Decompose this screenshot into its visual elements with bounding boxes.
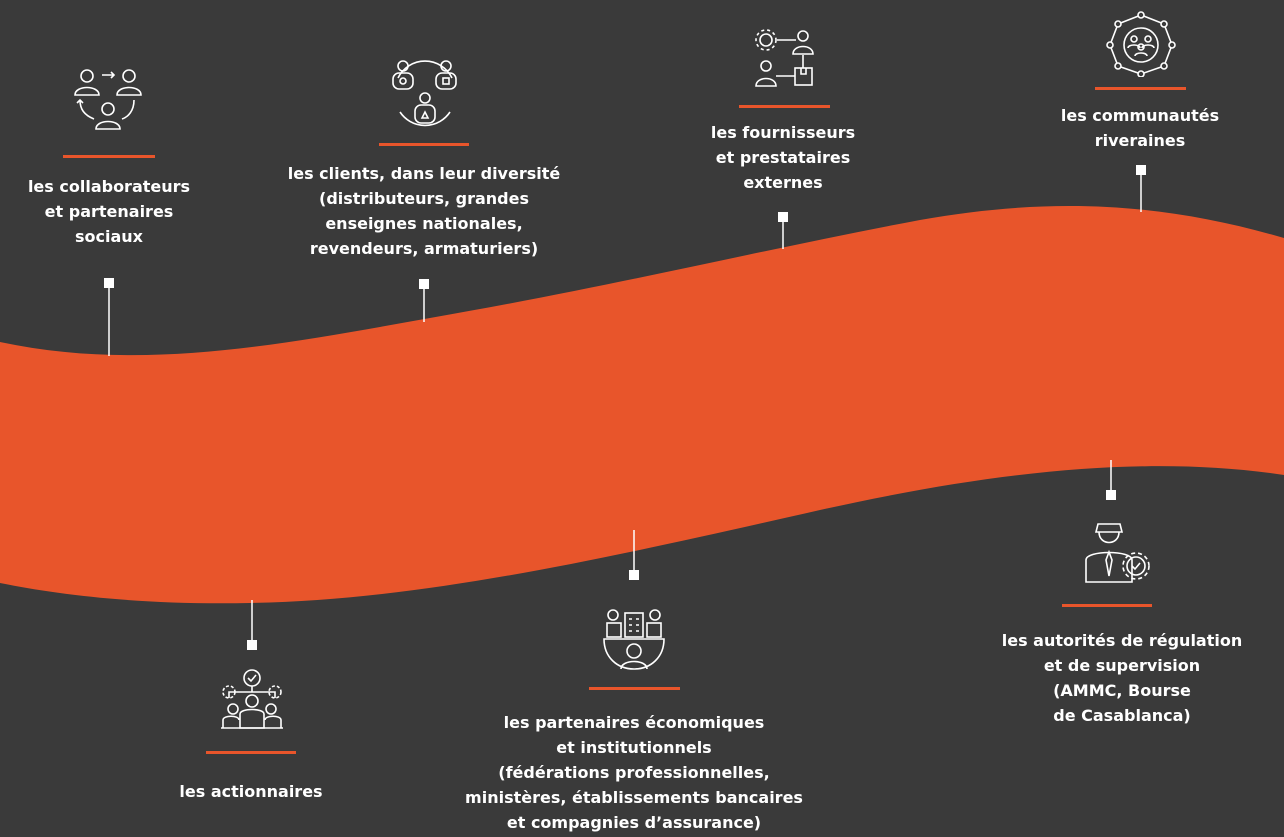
accent-line-actionnaires <box>206 751 296 754</box>
label-clients: les clients, dans leur diversité (distri… <box>287 164 561 258</box>
connector-clients <box>419 279 429 322</box>
connector-communautes <box>1136 165 1146 212</box>
accent-line-partenaires <box>589 687 680 690</box>
connector-autorites <box>1106 460 1116 500</box>
accent-line-autorites <box>1062 604 1152 607</box>
label-actionnaires: les actionnaires <box>179 782 323 801</box>
connector-partenaires <box>629 530 639 580</box>
label-partenaires: les partenaires économiques et instituti… <box>465 713 803 832</box>
client-group-icon <box>386 56 464 128</box>
supplier-network-icon <box>752 28 818 90</box>
regulator-officer-icon <box>1078 520 1154 586</box>
accent-line-communautes <box>1095 87 1186 90</box>
label-fournisseurs: les fournisseurs et prestataires externe… <box>710 123 856 192</box>
connector-collaborateurs <box>104 278 114 356</box>
people-cycle-icon <box>72 67 146 135</box>
accent-line-collaborateurs <box>63 155 155 158</box>
label-autorites: les autorités de régulation et de superv… <box>1001 631 1243 725</box>
orange-ribbon <box>0 206 1284 604</box>
shareholders-icon <box>215 668 289 734</box>
connector-actionnaires <box>247 600 257 650</box>
community-network-icon <box>1106 11 1176 77</box>
connector-fournisseurs <box>778 212 788 249</box>
accent-line-fournisseurs <box>739 105 830 108</box>
label-collaborateurs: les collaborateurs et partenaires sociau… <box>27 177 191 246</box>
accent-line-clients <box>379 143 469 146</box>
label-communautes: les communautés riveraines <box>1060 106 1220 150</box>
institutions-globe-icon <box>601 607 667 671</box>
